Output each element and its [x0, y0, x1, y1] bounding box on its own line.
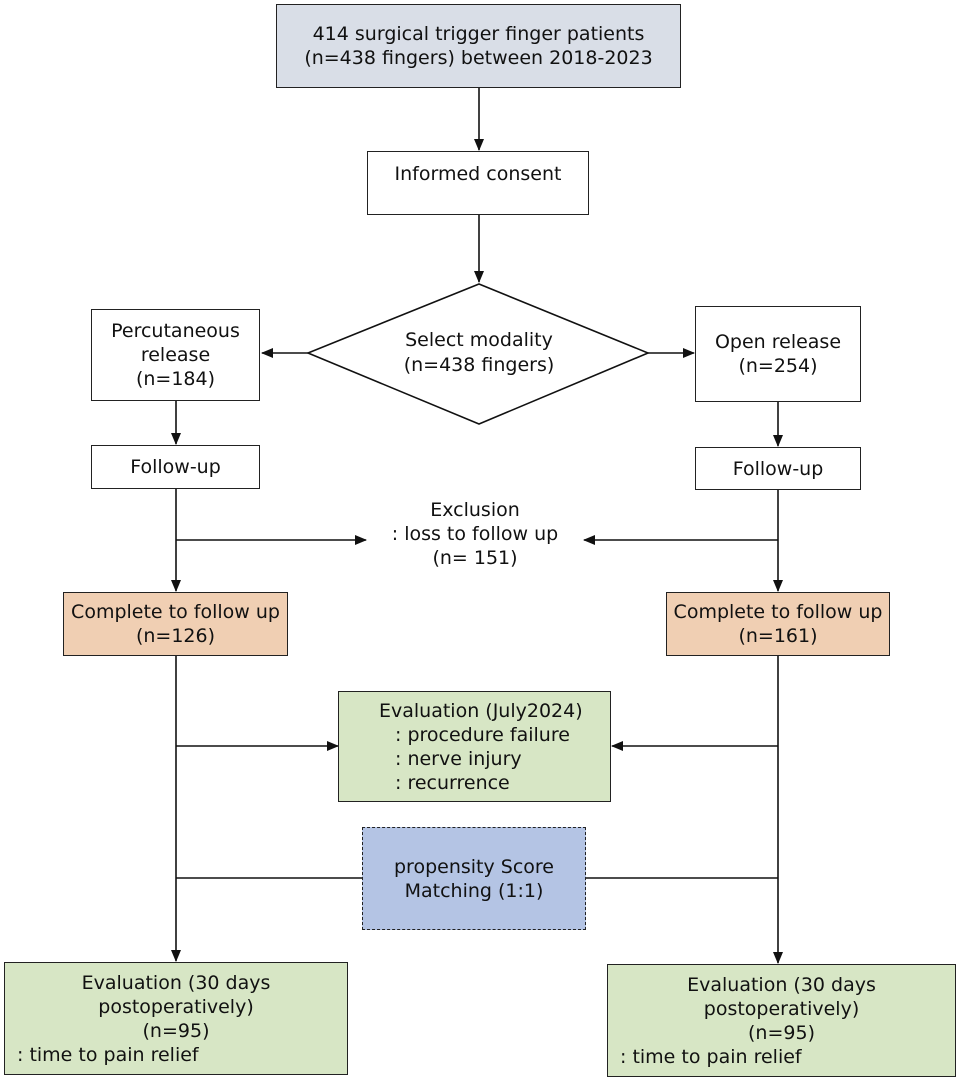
- evaluation-item-procedure-failure: : procedure failure: [395, 723, 570, 746]
- decision-diamond: [305, 283, 651, 425]
- right-complete-line-1: Complete to follow up: [673, 601, 883, 623]
- left-complete-line-2: (n=126): [135, 625, 216, 647]
- right-final-evaluation-box: Evaluation (30 days postoperatively) (n=…: [607, 964, 956, 1077]
- left-complete-line-1: Complete to follow up: [71, 601, 280, 623]
- right-followup-label: Follow-up: [732, 457, 824, 480]
- evaluation-july-title: Evaluation (July2024): [379, 699, 583, 722]
- right-followup-box: Follow-up: [695, 447, 861, 490]
- left-final-line-3: (n=95): [142, 1019, 210, 1042]
- percutaneous-line-3: (n=184): [135, 368, 216, 390]
- exclusion-line-1: Exclusion: [430, 499, 520, 521]
- matching-line-2: Matching (1:1): [404, 879, 544, 902]
- left-final-evaluation-box: Evaluation (30 days postoperatively) (n=…: [4, 962, 348, 1075]
- right-final-line-3: (n=95): [748, 1021, 815, 1044]
- left-final-line-1: Evaluation (30 days: [81, 971, 271, 994]
- right-final-line-4: : time to pain relief: [620, 1045, 802, 1068]
- matching-line-1: propensity Score: [394, 855, 554, 878]
- right-complete-line-2: (n=161): [738, 625, 818, 647]
- right-complete-box: Complete to follow up (n=161): [666, 592, 890, 656]
- start-line-1: 414 surgical trigger finger patients: [312, 23, 645, 45]
- decision-line-1: Select modality: [405, 329, 553, 351]
- evaluation-july-box: Evaluation (July2024) : procedure failur…: [338, 691, 611, 802]
- left-followup-label: Follow-up: [130, 456, 221, 478]
- exclusion-note: Exclusion : loss to follow up (n= 151): [370, 498, 580, 570]
- left-followup-box: Follow-up: [91, 445, 260, 489]
- percutaneous-line-1: Percutaneous: [111, 320, 240, 342]
- start-line-2: (n=438 fingers) between 2018-2023: [304, 47, 653, 69]
- left-final-line-2: postoperatively): [98, 995, 254, 1018]
- open-line-1: Open release: [714, 331, 842, 353]
- exclusion-line-3: (n= 151): [432, 547, 518, 569]
- open-release-box: Open release (n=254): [695, 306, 861, 402]
- consent-label: Informed consent: [394, 163, 562, 185]
- open-line-2: (n=254): [738, 355, 818, 377]
- exclusion-line-2: : loss to follow up: [391, 523, 559, 545]
- start-box: 414 surgical trigger finger patients (n=…: [276, 4, 681, 88]
- left-final-line-4: : time to pain relief: [17, 1043, 199, 1066]
- left-complete-box: Complete to follow up (n=126): [63, 592, 288, 656]
- consent-box: Informed consent: [367, 151, 589, 215]
- decision-line-2: (n=438 fingers): [403, 354, 555, 376]
- percutaneous-release-box: Percutaneous release (n=184): [91, 309, 260, 401]
- evaluation-item-nerve-injury: : nerve injury: [395, 747, 522, 770]
- decision-label: Select modality (n=438 fingers): [388, 328, 570, 378]
- right-final-line-2: postoperatively): [703, 997, 860, 1020]
- right-final-line-1: Evaluation (30 days: [687, 973, 876, 996]
- evaluation-item-recurrence: : recurrence: [395, 771, 510, 794]
- propensity-matching-box: propensity Score Matching (1:1): [362, 827, 586, 930]
- percutaneous-line-2: release: [140, 344, 211, 366]
